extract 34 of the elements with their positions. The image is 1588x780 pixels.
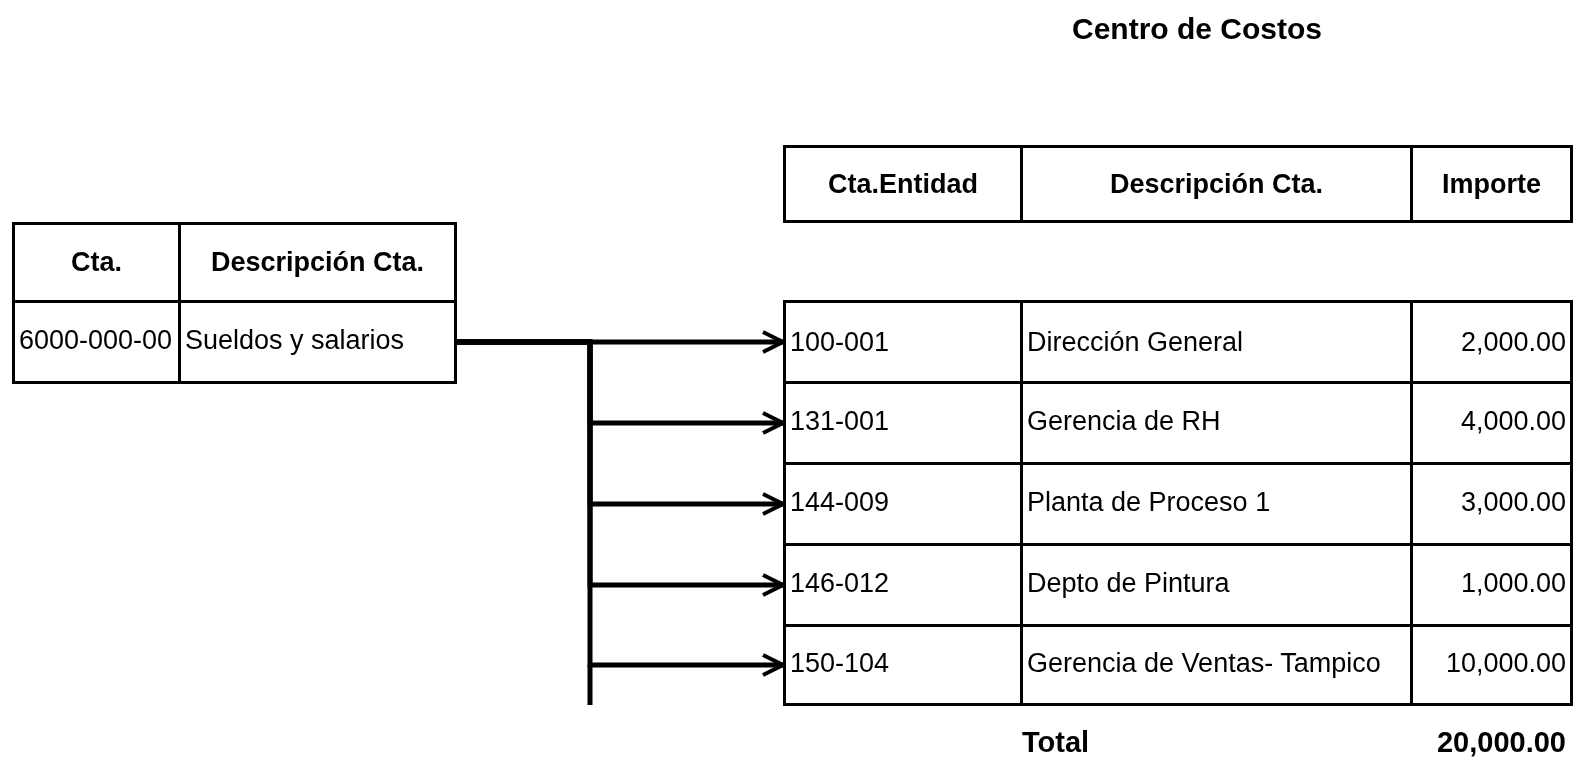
account-code: 150-104 xyxy=(789,647,891,680)
total-label: Total xyxy=(1022,726,1090,759)
account-description: Dirección General xyxy=(1020,303,1410,381)
table-row xyxy=(783,381,1573,465)
table-header-row xyxy=(12,222,457,303)
table-row xyxy=(783,462,1573,546)
account-description: Sueldos y salarios xyxy=(177,300,454,381)
amount-value: 4,000.00 xyxy=(1410,381,1570,462)
table-row xyxy=(783,543,1573,627)
amount-value: 10,000.00 xyxy=(1410,624,1570,703)
column-header: Cta. xyxy=(69,246,123,279)
account-code: 6000-000-00 xyxy=(18,324,174,357)
amount-value: 1,000.00 xyxy=(1410,543,1570,624)
account-code: 131-001 xyxy=(789,405,891,438)
column-header: Descripción Cta. xyxy=(1020,148,1410,220)
account-description: Gerencia de RH xyxy=(1020,381,1410,462)
title: Centro de Costos xyxy=(1072,12,1323,46)
account-description: Planta de Proceso 1 xyxy=(1020,462,1410,543)
account-code: 144-009 xyxy=(789,486,891,519)
table-row xyxy=(12,300,457,384)
account-description: Depto de Pintura xyxy=(1020,543,1410,624)
account-code: 146-012 xyxy=(789,567,891,600)
table-header-row xyxy=(783,145,1573,223)
column-header: Cta.Entidad xyxy=(827,167,979,201)
column-header: Importe xyxy=(1410,148,1570,220)
column-header: Descripción Cta. xyxy=(177,225,454,300)
account-description: Gerencia de Ventas- Tampico xyxy=(1020,624,1410,703)
total-value: 20,000.00 xyxy=(1437,726,1566,759)
table-row xyxy=(783,624,1573,706)
account-code: 100-001 xyxy=(789,325,891,359)
table-row xyxy=(783,300,1573,384)
amount-value: 3,000.00 xyxy=(1410,462,1570,543)
arrow xyxy=(457,339,785,677)
amount-value: 2,000.00 xyxy=(1410,303,1570,381)
